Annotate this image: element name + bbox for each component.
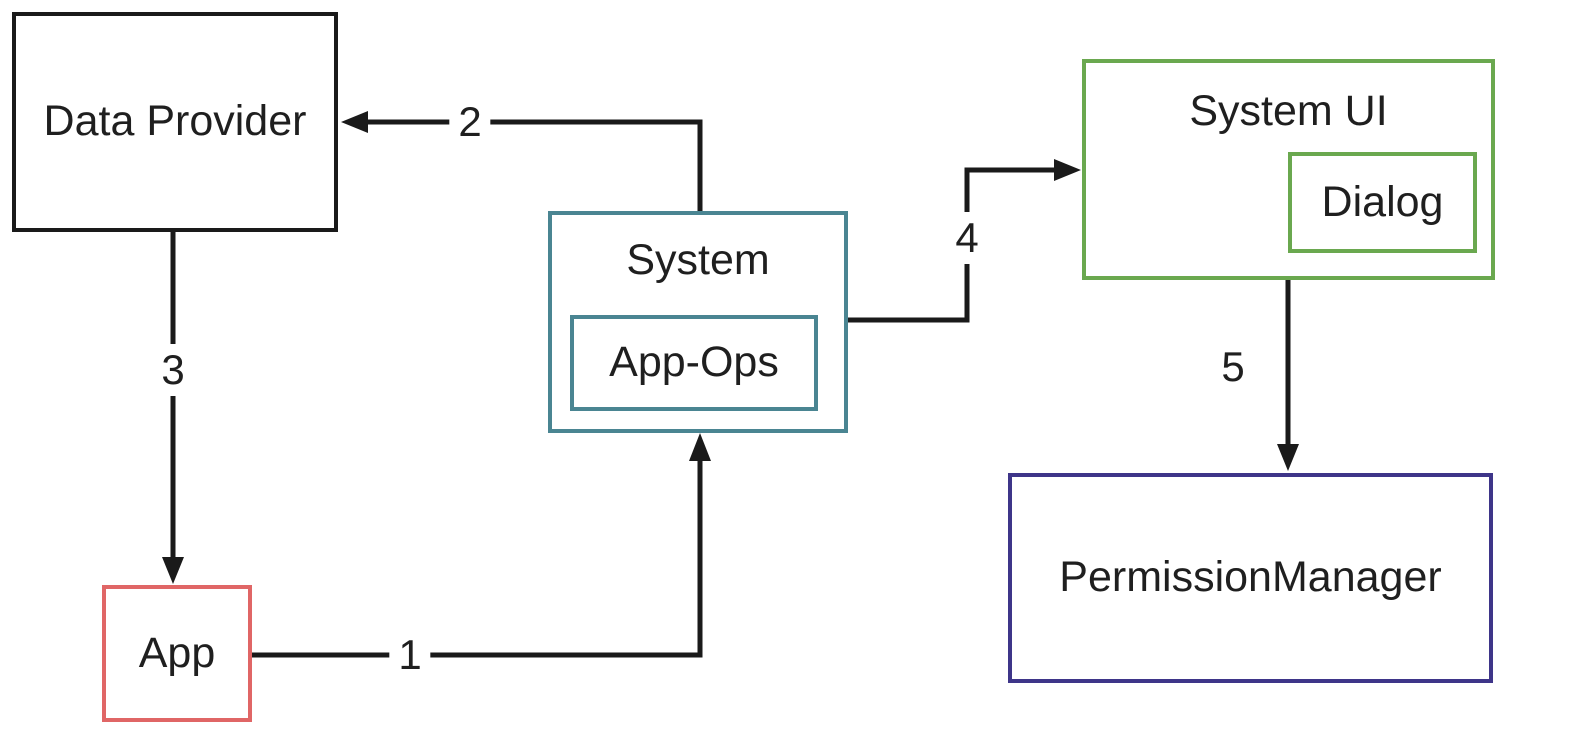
- arrowhead-up-icon: [689, 433, 711, 461]
- arrow-data-provider-to-app: [162, 232, 184, 584]
- arrowhead-down-icon: [1277, 444, 1299, 471]
- node-app-label: App: [138, 628, 216, 677]
- arrow-system-ui-to-permission-manager: [1277, 280, 1299, 471]
- edge-label-3: 3: [152, 344, 194, 396]
- edge-label-5: 5: [1212, 341, 1254, 393]
- node-system-ui-label: System UI: [1189, 87, 1388, 135]
- node-data-provider: Data Provider: [12, 12, 338, 232]
- node-permission-manager: PermissionManager: [1008, 473, 1493, 683]
- edge-label-2: 2: [449, 96, 491, 148]
- edge-label-4: 4: [946, 212, 988, 264]
- node-app-ops-label: App-Ops: [609, 338, 779, 387]
- arrowhead-right-icon: [1054, 159, 1081, 181]
- arrowhead-left-icon: [341, 111, 368, 133]
- arrow-system-to-data-provider: [341, 111, 703, 211]
- node-dialog: Dialog: [1288, 152, 1477, 253]
- node-permission-manager-label: PermissionManager: [1059, 553, 1442, 602]
- node-dialog-label: Dialog: [1321, 177, 1444, 226]
- node-app-ops: App-Ops: [570, 315, 818, 411]
- node-data-provider-label: Data Provider: [43, 97, 307, 146]
- arrow-app-to-system: [252, 433, 711, 658]
- edge-label-1: 1: [389, 629, 431, 681]
- node-system-label: System: [626, 236, 770, 284]
- arrowhead-down-icon: [162, 557, 184, 584]
- node-app: App: [102, 585, 252, 722]
